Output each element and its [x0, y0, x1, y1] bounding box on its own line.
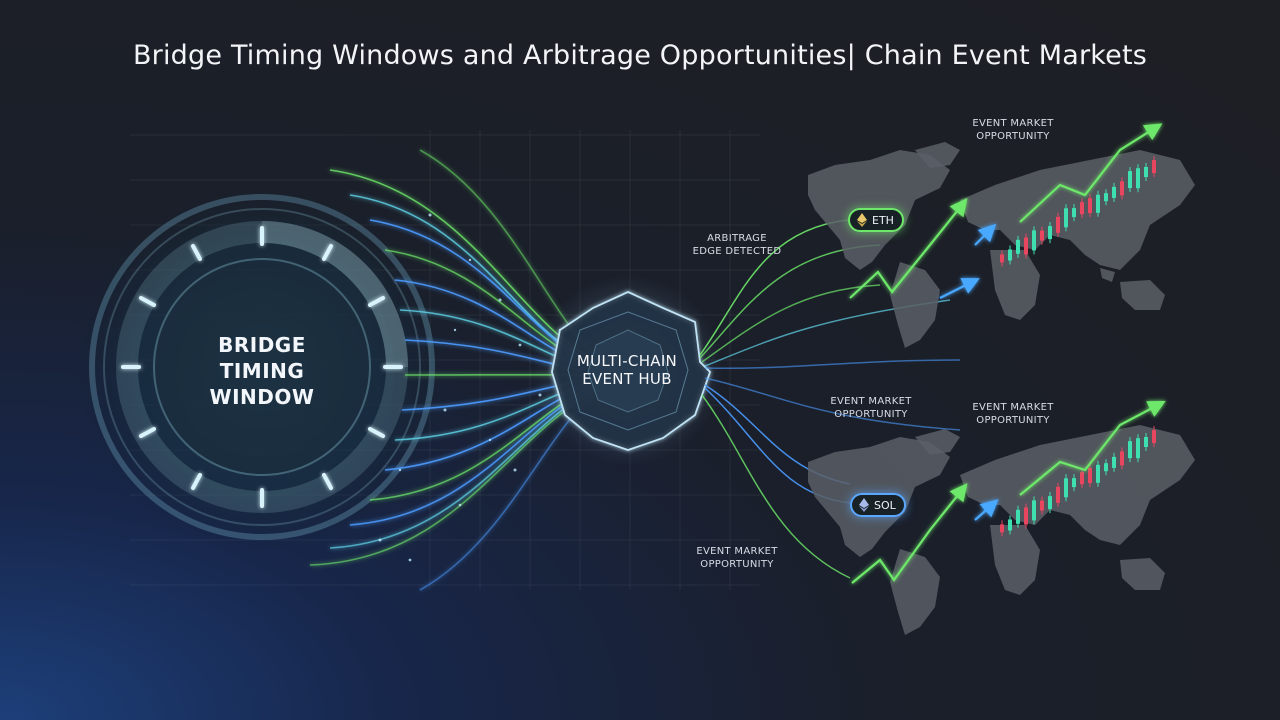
candle-body — [1088, 468, 1092, 484]
candle-body — [1080, 202, 1084, 215]
arbitrage-line1: ARBITRAGE — [707, 233, 767, 244]
candle-body — [1008, 519, 1012, 531]
candlestick-chart-top — [1000, 156, 1156, 267]
candle-body — [1040, 500, 1044, 511]
event-market-midleft-line2: OPPORTUNITY — [834, 409, 908, 420]
candle-body — [1048, 226, 1052, 240]
event-market-bottomleft-line1: EVENT MARKET — [696, 546, 778, 557]
bridge-label-line1: BRIDGE — [218, 333, 306, 357]
candle-body — [1104, 463, 1108, 472]
candle-body — [1056, 216, 1060, 233]
candle-body — [1000, 524, 1004, 533]
event-market-midleft-line1: EVENT MARKET — [830, 396, 912, 407]
eth-label: ETH — [872, 213, 894, 227]
candle-body — [1032, 230, 1036, 251]
arbitrage-edge-label: ARBITRAGE EDGE DETECTED — [672, 232, 802, 258]
hub-label-line2: EVENT HUB — [582, 370, 672, 388]
bridge-label-line2: TIMING — [219, 359, 305, 383]
arbitrage-line2: EDGE DETECTED — [692, 246, 782, 257]
candle-body — [1152, 160, 1156, 174]
ethereum-icon — [857, 213, 867, 227]
bridge-timing-window-label: BRIDGE TIMING WINDOW — [172, 332, 352, 410]
event-market-top-line2: OPPORTUNITY — [976, 131, 1050, 142]
candle-body — [1136, 438, 1140, 459]
candle-body — [1024, 507, 1028, 525]
candle-body — [1096, 464, 1100, 483]
candle-body — [1024, 237, 1028, 255]
event-market-bottomleft-line2: OPPORTUNITY — [700, 559, 774, 570]
candle-body — [1008, 249, 1012, 261]
candle-body — [1072, 208, 1076, 218]
multi-chain-event-hub — [533, 275, 723, 465]
sol-label: SOL — [874, 498, 896, 512]
candle-body — [1072, 478, 1076, 488]
candle-body — [1120, 451, 1124, 466]
candle-body — [1112, 456, 1116, 468]
event-market-top-line1: EVENT MARKET — [972, 118, 1054, 129]
particle-dots — [378, 213, 562, 562]
event-hub-label: MULTI-CHAIN EVENT HUB — [552, 352, 702, 388]
event-market-midright-line1: EVENT MARKET — [972, 402, 1054, 413]
candle-body — [1016, 239, 1020, 254]
candlestick-chart-bottom — [1000, 426, 1156, 537]
event-market-label-mid-right: EVENT MARKET OPPORTUNITY — [948, 401, 1078, 427]
sol-chain-badge: SOL — [850, 493, 906, 517]
candle-body — [1064, 478, 1068, 498]
candle-body — [1040, 230, 1044, 241]
page-title: Bridge Timing Windows and Arbitrage Oppo… — [132, 40, 1148, 71]
candle-body — [1104, 193, 1108, 202]
candle-body — [1144, 167, 1148, 177]
candle-body — [1144, 437, 1148, 447]
candle-body — [1080, 472, 1084, 485]
candle-body — [1056, 486, 1060, 503]
candle-body — [1152, 430, 1156, 444]
candle-body — [1128, 171, 1132, 189]
event-market-label-top: EVENT MARKET OPPORTUNITY — [948, 117, 1078, 143]
candle-body — [1032, 500, 1036, 521]
bridge-label-line3: WINDOW — [209, 385, 315, 409]
bridge-timing-clock — [77, 182, 447, 552]
candle-body — [1112, 186, 1116, 198]
hub-label-line1: MULTI-CHAIN — [576, 352, 678, 370]
candle-body — [1088, 198, 1092, 214]
candle-body — [1096, 194, 1100, 213]
event-market-midright-line2: OPPORTUNITY — [976, 415, 1050, 426]
candle-body — [1120, 181, 1124, 196]
candle-body — [1048, 496, 1052, 510]
trend-arrows — [849, 123, 1166, 584]
candle-body — [1016, 509, 1020, 524]
eth-chain-badge: ETH — [848, 208, 904, 232]
event-market-label-mid-left: EVENT MARKET OPPORTUNITY — [806, 395, 936, 421]
candle-body — [1064, 208, 1068, 228]
candle-body — [1136, 168, 1140, 189]
ethereum-icon — [859, 498, 869, 512]
candle-body — [1000, 254, 1004, 263]
event-market-label-bottom-left: EVENT MARKET OPPORTUNITY — [672, 545, 802, 571]
candle-body — [1128, 441, 1132, 459]
